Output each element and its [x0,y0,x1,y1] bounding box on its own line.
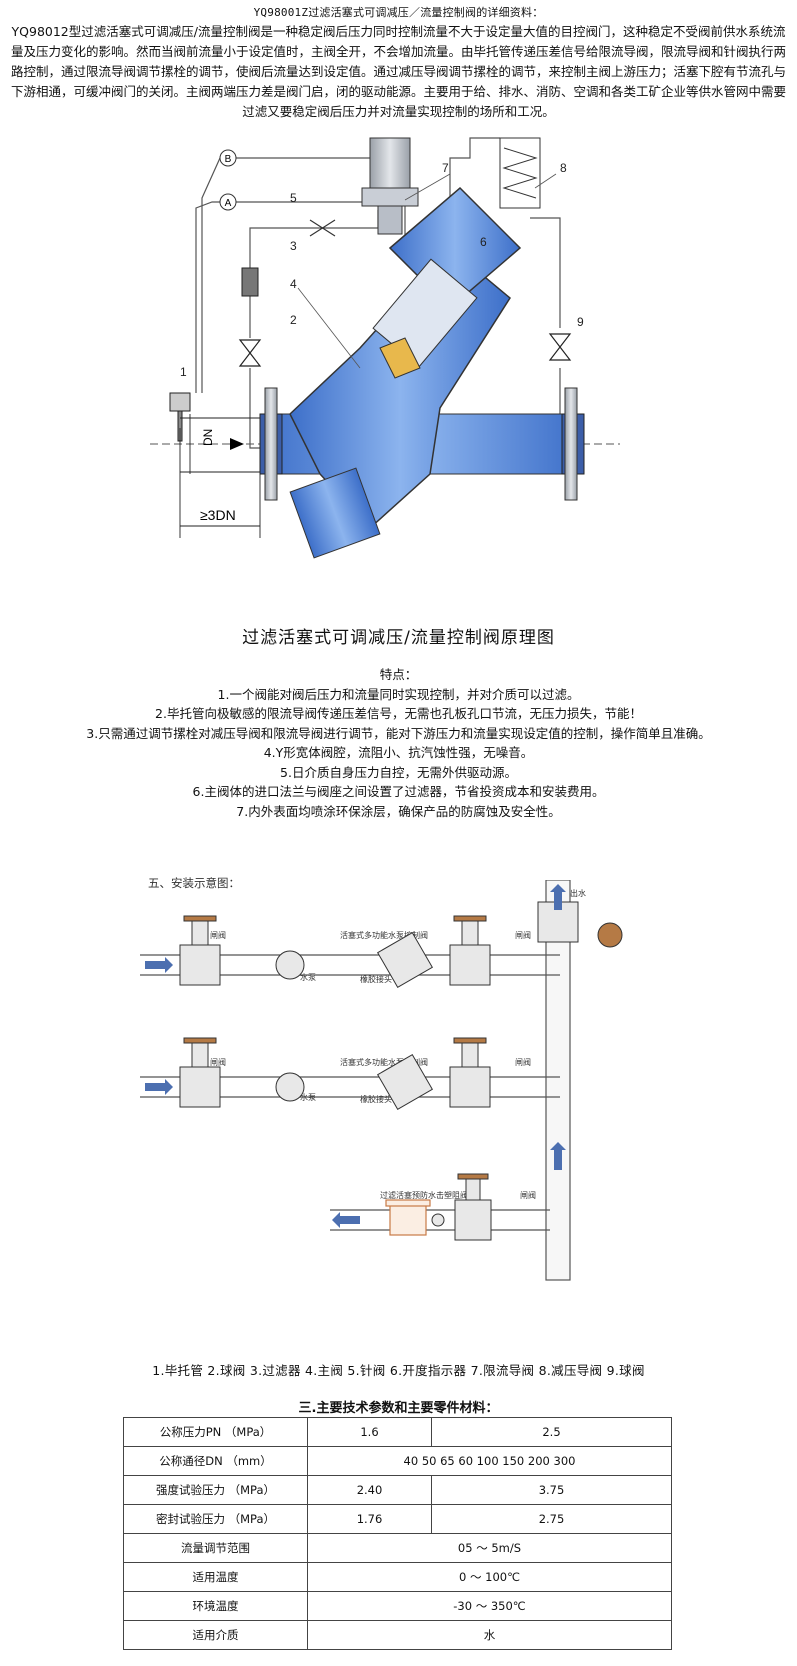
spec-key: 环境温度 [123,1591,308,1621]
feature-item: 6.主阀体的进口法兰与阀座之间设置了过滤器，节省投资成本和安装费用。 [192,784,605,799]
callout-7: 7 [442,161,449,175]
ball-valve-9 [548,333,572,361]
table-row: 流量调节范围 05 ～ 5m/S [123,1533,672,1563]
table-row: 强度试验压力 （MPa） 2.40 3.75 [123,1475,672,1505]
label-rubber-joint: 橡胶接头 [360,974,392,984]
pitot-tube [169,392,191,442]
spec-value: 2.40 [307,1475,432,1505]
table-row: 适用温度 0 ～ 100℃ [123,1562,672,1592]
spec-value: 水 [307,1620,672,1650]
label-multi-valve: 活塞式多功能水泵控制阀 [340,930,428,940]
spec-key: 适用温度 [123,1562,308,1592]
label-gate-valve: 闸阀 [515,1058,531,1067]
table-row: 公称通径DN （mm） 40 50 65 60 100 150 200 300 [123,1446,672,1476]
label-pump: 水泵 [300,972,316,982]
features-heading: 特点： [379,667,418,682]
callout-5: 5 [290,191,297,205]
ball-valve-2 [238,339,262,367]
feature-item: 3.只需通过调节摞栓对减压导阀和限流导阀进行调节，能对下游压力和流量实现设定值的… [86,725,711,741]
spec-value: -30 ～ 350℃ [307,1591,672,1621]
label-gate-valve: 闸阀 [515,931,531,940]
callout-4: 4 [290,277,297,291]
label-outlet: 出水 [570,888,586,898]
label-rubber-joint: 橡胶接头 [360,1094,392,1104]
dim-dn: DN [201,429,215,446]
label-anti-hammer: 过滤活塞预防水击塑阻阀 [380,1190,468,1200]
feature-item: 7.内外表面均喷涂环保涂层，确保产品的防腐蚀及安全性。 [236,803,561,819]
pressure-reducing-pilot [361,137,419,235]
parts-legend: 1.毕托管 2.球阀 3.过滤器 4.主阀 5.针阀 6.开度指示器 7.限流导… [152,1363,645,1378]
spec-key: 适用介质 [123,1620,308,1650]
callout-8: 8 [560,161,567,175]
install-heading: 五、安装示意图： [148,876,240,890]
label-multi-valve: 活塞式多功能水泵控制阀 [340,1057,428,1067]
strainer [241,267,259,297]
spec-value: 2.5 [431,1417,672,1447]
installation-diagram: 出水 闸阀 闸阀 活塞式多功能水泵控制阀 水泵 橡胶接头 闸阀 闸阀 活塞式多功… [140,880,623,1281]
label-gate-valve: 闸阀 [210,1058,226,1067]
feature-item: 1.一个阀能对阀后压力和流量同时实现控制，并对介质可以过滤。 [217,686,580,702]
callout-1: 1 [180,365,187,379]
feature-item: 5.日介质自身压力自控，无需外供驱动源。 [280,764,517,780]
callout-3: 3 [290,239,297,253]
intro-paragraph: YQ98012型过滤活塞式可调减压/流量控制阀是一种稳定阀后压力同时控制流量不大… [10,24,786,119]
callout-6: 6 [480,235,487,249]
spec-value: 0 ～ 100℃ [307,1562,672,1592]
dim-3dn: ≥3DN [200,507,236,523]
spec-key: 公称通径DN （mm） [123,1446,308,1476]
page-title: YQ98001Z过滤活塞式可调减压／流量控制阀的详细资料： [253,6,544,19]
diagram-caption: 过滤活塞式可调减压/流量控制阀原理图 [242,628,555,648]
spec-value: 3.75 [431,1475,672,1505]
spec-value: 1.76 [307,1504,432,1534]
callout-9: 9 [577,315,584,329]
marker-a: A [225,198,232,209]
spec-key: 密封试验压力 （MPa） [123,1504,308,1534]
callout-2: 2 [290,313,297,327]
spec-key: 公称压力PN （MPa） [123,1417,308,1447]
label-gate-valve: 闸阀 [210,931,226,940]
label-gate-valve: 闸阀 [520,1191,536,1200]
spec-value: 05 ～ 5m/S [307,1533,672,1563]
spec-value: 2.75 [431,1504,672,1534]
table-row: 环境温度 -30 ～ 350℃ [123,1591,672,1621]
spec-key: 流量调节范围 [123,1533,308,1563]
feature-item: 2.毕托管向极敏感的限流导阀传递压差信号，无需也孔板孔口节流，无压力损失，节能！ [155,706,642,721]
valve-principle-diagram: B A 1 2 3 4 5 6 7 8 9 DN [150,137,620,559]
marker-b: B [225,154,232,165]
flow-limiting-pilot [499,137,541,209]
table-row: 密封试验压力 （MPa） 1.76 2.75 [123,1504,672,1534]
needle-valve [309,219,336,237]
features-list: 特点： 1.一个阀能对阀后压力和流量同时实现控制，并对介质可以过滤。 2.毕托管… [0,665,797,821]
spec-value: 40 50 65 60 100 150 200 300 [307,1446,672,1476]
spec-table: 公称压力PN （MPa） 1.6 2.5 公称通径DN （mm） 40 50 6… [123,1417,672,1650]
spec-value: 1.6 [307,1417,432,1447]
feature-item: 4.Y形宽体阀腔，流阻小、抗汽蚀性强，无噪音。 [263,745,534,760]
table-row: 适用介质 水 [123,1620,672,1650]
table-row: 公称压力PN （MPa） 1.6 2.5 [123,1417,672,1447]
spec-key: 强度试验压力 （MPa） [123,1475,308,1505]
spec-table-title: 三.主要技术参数和主要零件材料： [298,1401,499,1416]
